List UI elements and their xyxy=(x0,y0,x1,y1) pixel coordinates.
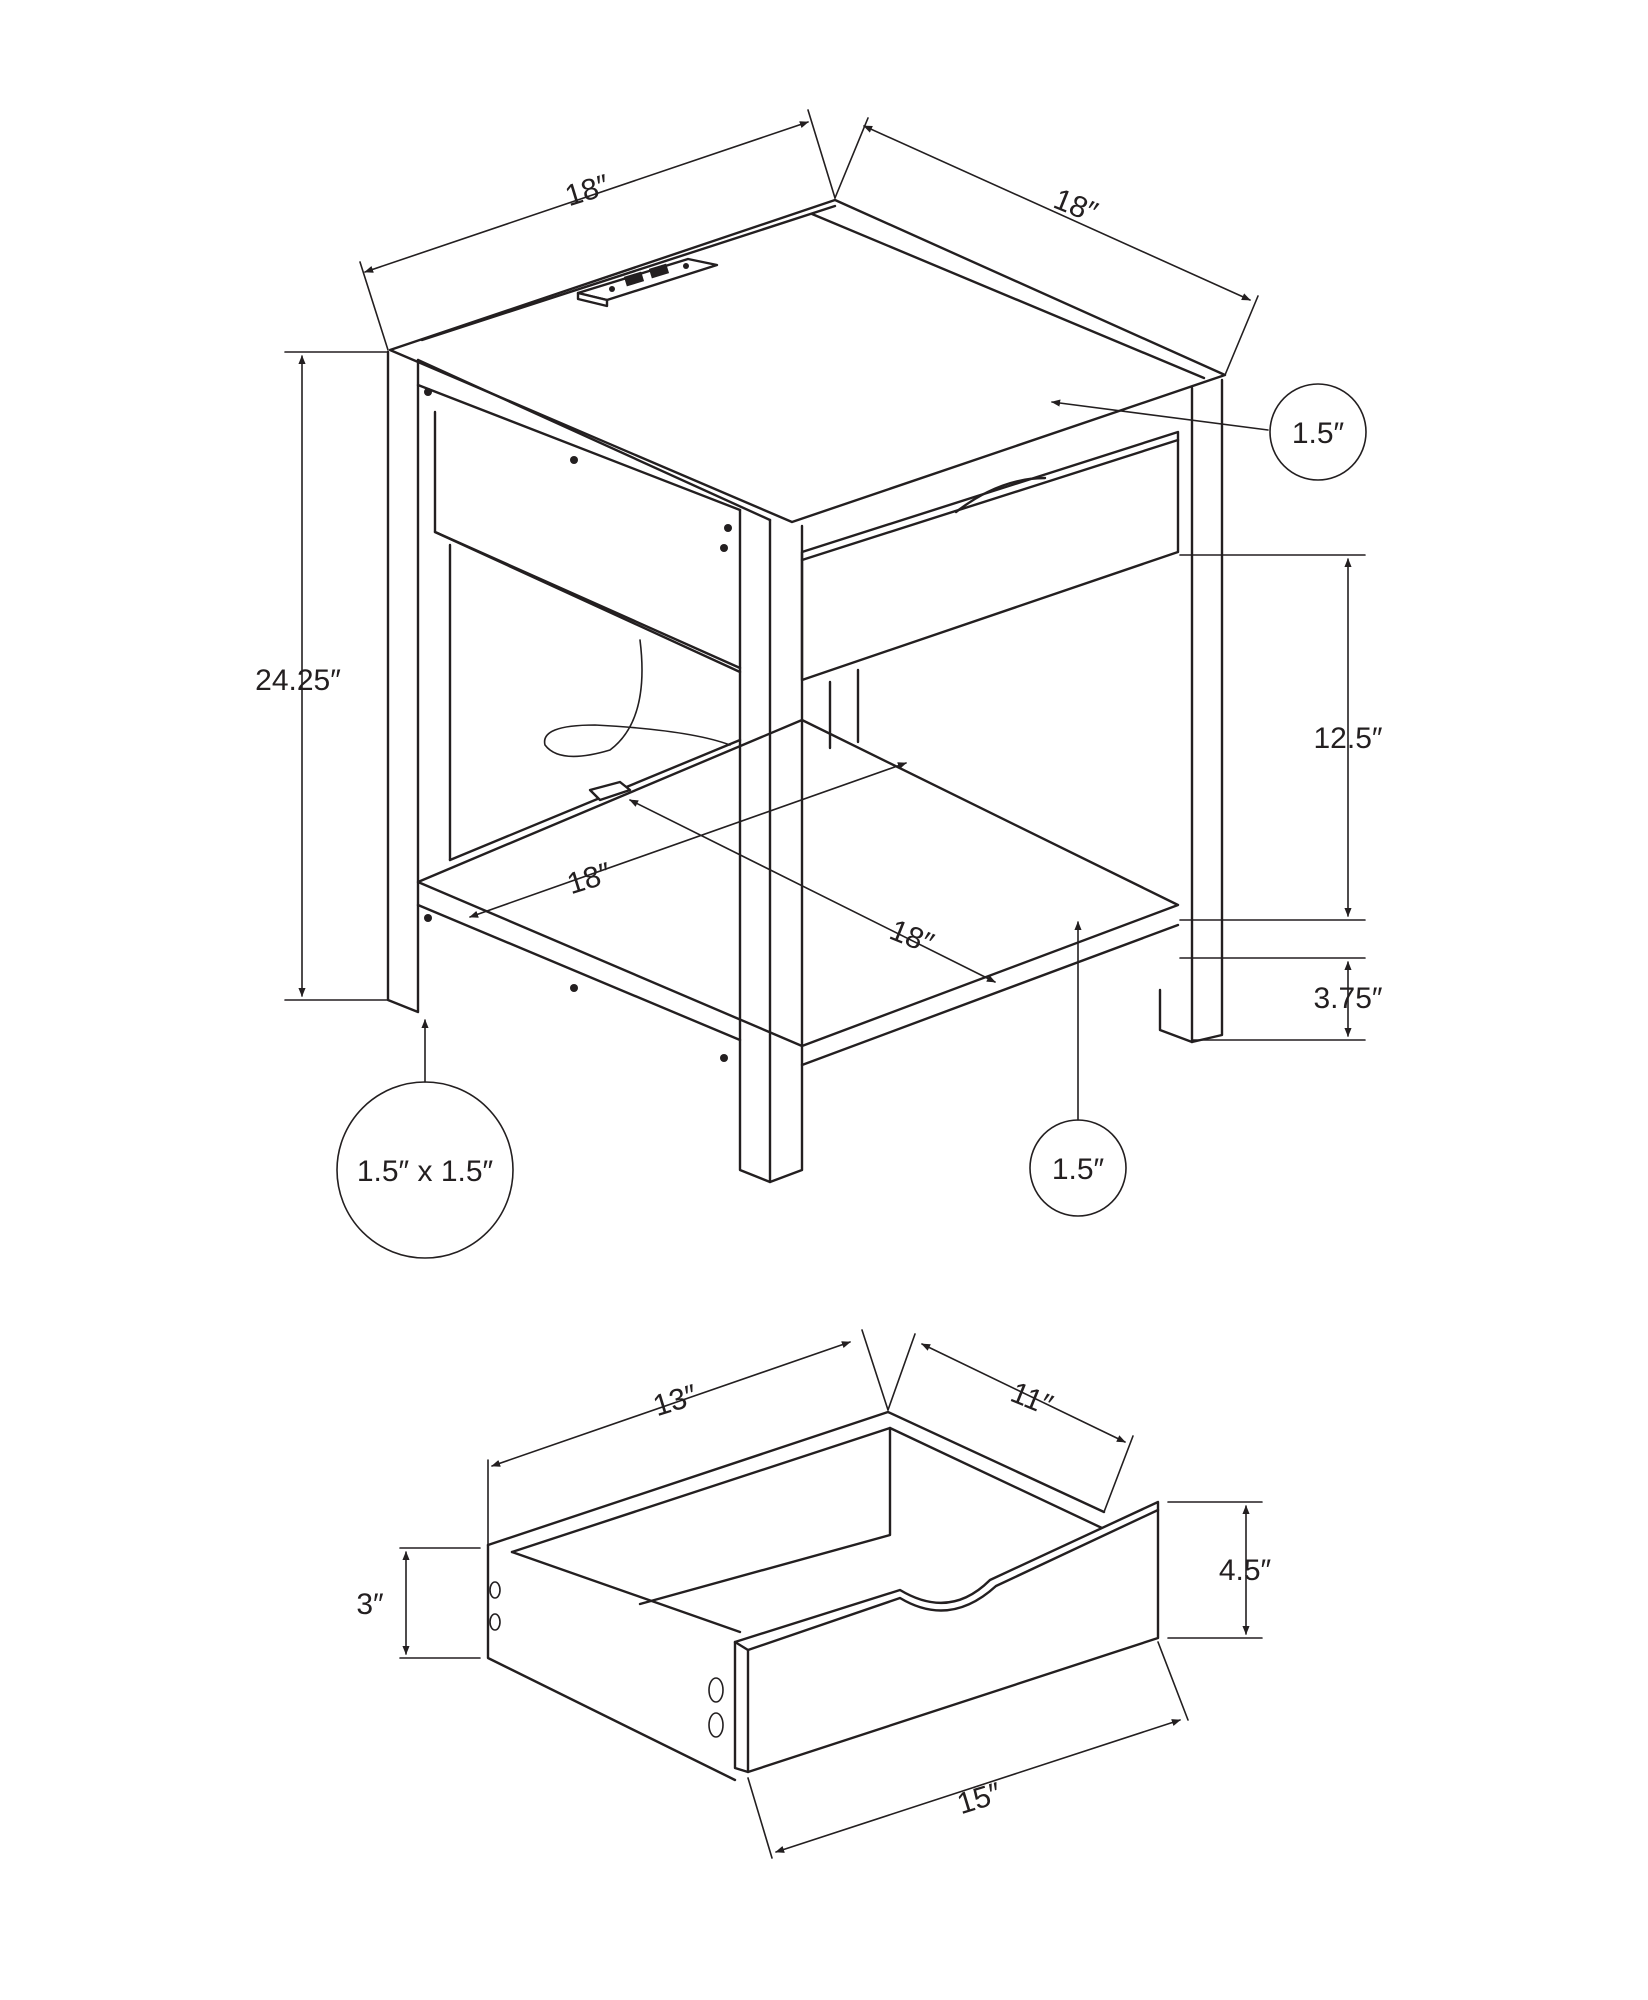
tabletop-edge xyxy=(420,204,1206,380)
inner-legs xyxy=(448,543,860,862)
drawer-back-edge xyxy=(486,1410,1106,1547)
leg-back-right xyxy=(1190,378,1224,1044)
label-shelf-thickness: 1.5″ xyxy=(1052,1153,1105,1186)
drawer-drawing xyxy=(399,1329,1263,1859)
dim-line-shelf-width xyxy=(469,762,907,918)
dim-line-top-depth xyxy=(863,125,1251,301)
label-leg-size: 1.5″ x 1.5″ xyxy=(357,1155,494,1188)
callout-top-thickness xyxy=(1269,383,1367,481)
label-shelf-width: 18″ xyxy=(563,857,615,902)
label-top-width: 18″ xyxy=(561,169,613,214)
drawer-pull-icon xyxy=(954,476,1047,514)
dimension-labels: 18″ 18″ 24.25″ 1.5″ 12.5″ 3.75″ 18″ 18″ … xyxy=(255,169,1383,1822)
dim-line-drawer-width xyxy=(491,1341,851,1467)
label-top-depth: 18″ xyxy=(1049,183,1103,230)
leg-front-left xyxy=(386,350,420,1014)
drawer-front-panel xyxy=(733,1500,1160,1774)
callout-shelf-thickness xyxy=(1029,1119,1127,1217)
label-drawer-front-width: 15″ xyxy=(953,1777,1005,1822)
power-cord xyxy=(543,639,731,758)
label-drawer-gap: 12.5″ xyxy=(1313,722,1382,755)
table-drawer-front xyxy=(800,430,1180,682)
dim-line-drawer-depth xyxy=(921,1343,1126,1443)
tabletop xyxy=(388,198,1227,524)
cord-clip xyxy=(588,780,632,802)
label-height: 24.25″ xyxy=(255,664,341,697)
screw-dots xyxy=(424,388,732,1062)
label-drawer-side-height: 3″ xyxy=(356,1588,384,1621)
callout-leg-size xyxy=(336,1081,514,1259)
dim-line-shelf-depth xyxy=(629,799,996,983)
end-table-drawing xyxy=(284,109,1367,1259)
drawer-holes xyxy=(489,1581,724,1738)
label-drawer-front-height: 4.5″ xyxy=(1219,1554,1272,1587)
label-drawer-width: 13″ xyxy=(649,1379,701,1424)
dim-line-drawer-front-width xyxy=(775,1719,1181,1853)
label-top-thickness: 1.5″ xyxy=(1292,417,1345,450)
label-shelf-depth: 18″ xyxy=(885,914,939,961)
label-drawer-depth: 11″ xyxy=(1006,1376,1057,1422)
drawer-left-side xyxy=(486,1543,737,1782)
dim-line-top-width xyxy=(364,121,809,273)
label-floor-clearance: 3.75″ xyxy=(1313,982,1382,1015)
